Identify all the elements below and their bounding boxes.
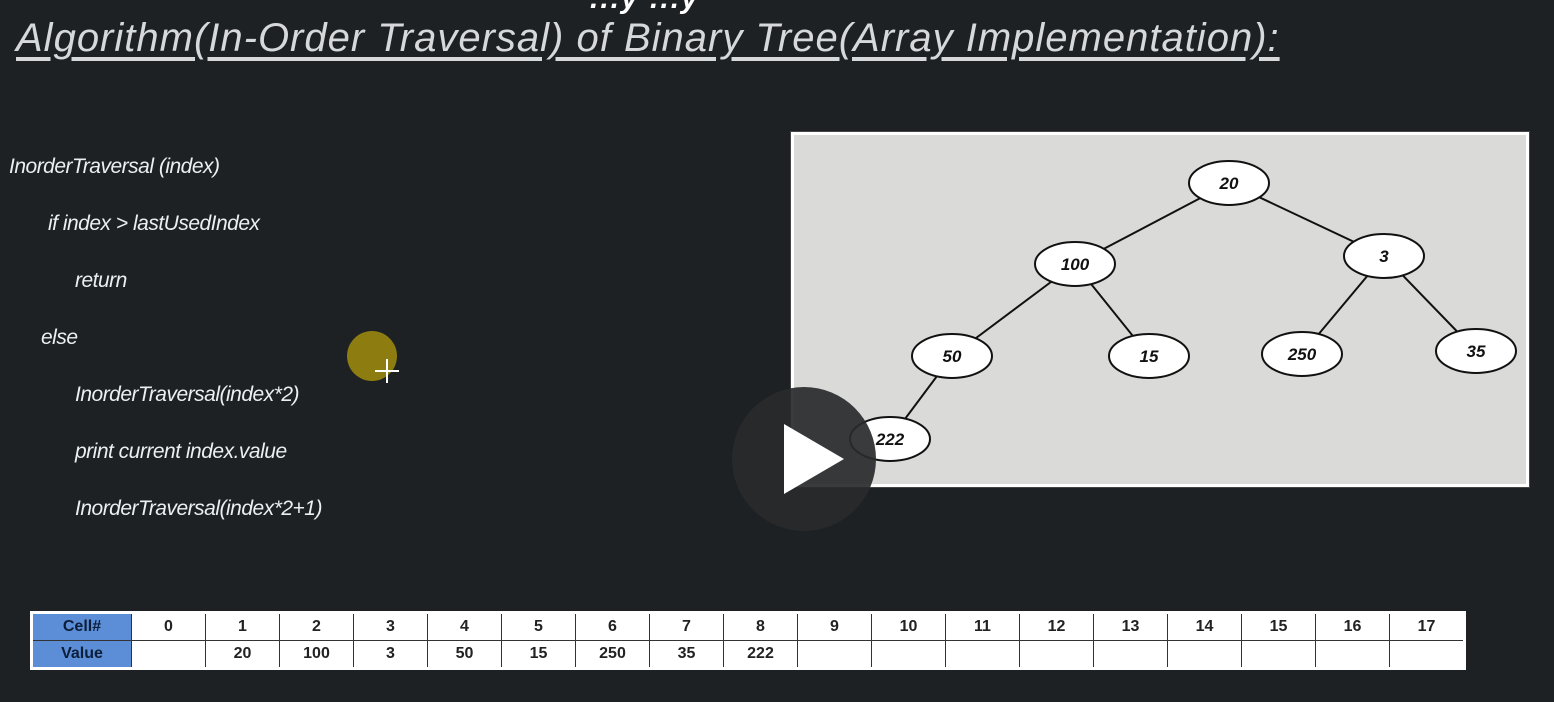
- binary-tree-diagram: 20 100 3 50 15 250 35 222: [790, 131, 1530, 488]
- value-header: Value: [31, 640, 132, 669]
- code-line-5: InorderTraversal(index*2): [75, 383, 300, 406]
- tree-node-oval: [1261, 331, 1343, 377]
- cell-index: 6: [575, 612, 650, 641]
- play-button[interactable]: [732, 387, 876, 531]
- tree-node: 20: [1188, 160, 1270, 206]
- play-icon: [784, 424, 844, 494]
- cell-value: 50: [427, 640, 502, 669]
- tree-canvas: 20 100 3 50 15 250 35 222: [849, 160, 1517, 462]
- cell-index: 3: [353, 612, 428, 641]
- cell-index: 4: [427, 612, 502, 641]
- cursor-highlight: [347, 331, 397, 381]
- cell-index: 16: [1315, 612, 1390, 641]
- cell-value: 250: [575, 640, 650, 669]
- cell-value: [131, 640, 206, 669]
- tree-node-oval: [911, 333, 993, 379]
- tree-node-oval: [1108, 333, 1190, 379]
- tree-node-value: 20: [1219, 174, 1239, 193]
- cell-value: [797, 640, 872, 669]
- tree-node-value: 222: [875, 430, 905, 449]
- cell-value: [1093, 640, 1168, 669]
- tree-node: 250: [1261, 331, 1343, 377]
- cell-index: 14: [1167, 612, 1242, 641]
- code-line-1: InorderTraversal (index): [9, 155, 220, 178]
- cell-index: 0: [131, 612, 206, 641]
- cell-index: 11: [945, 612, 1020, 641]
- tree-node: 15: [1108, 333, 1190, 379]
- cell-value: [1019, 640, 1094, 669]
- page-title: Algorithm(In-Order Traversal) of Binary …: [16, 16, 1280, 60]
- cell-index: 5: [501, 612, 576, 641]
- cell-index: 8: [723, 612, 798, 641]
- code-line-2: if index > lastUsedIndex: [48, 212, 260, 235]
- tree-node-value: 35: [1467, 342, 1486, 361]
- code-line-3: return: [75, 269, 127, 292]
- cell-index: 15: [1241, 612, 1316, 641]
- cell-index: 2: [279, 612, 354, 641]
- cell-value: [1167, 640, 1242, 669]
- cell-value: 35: [649, 640, 724, 669]
- cell-value: 15: [501, 640, 576, 669]
- cell-index: 10: [871, 612, 946, 641]
- cell-value: 100: [279, 640, 354, 669]
- tree-node-oval: [1188, 160, 1270, 206]
- cell-value: [1389, 640, 1465, 669]
- cell-value: [1315, 640, 1390, 669]
- partial-top-text: ...y ...y: [590, 0, 700, 16]
- cell-index: 9: [797, 612, 872, 641]
- tree-node: 3: [1343, 233, 1425, 279]
- tree-node-value: 50: [943, 347, 962, 366]
- cell-index: 1: [205, 612, 280, 641]
- cell-index: 17: [1389, 612, 1465, 641]
- code-line-6: print current index.value: [75, 440, 287, 463]
- cell-index: 12: [1019, 612, 1094, 641]
- code-line-4: else: [41, 326, 78, 349]
- tree-node-oval: [1034, 241, 1116, 287]
- cell-value: 20: [205, 640, 280, 669]
- tree-node: 100: [1034, 241, 1116, 287]
- cell-value: [871, 640, 946, 669]
- tree-node-oval: [1343, 233, 1425, 279]
- tree-node-value: 15: [1140, 347, 1159, 366]
- tree-node-value: 3: [1379, 247, 1389, 266]
- cell-index: 13: [1093, 612, 1168, 641]
- cell-header: Cell#: [31, 612, 132, 641]
- tree-node-value: 250: [1287, 345, 1317, 364]
- cell-index: 7: [649, 612, 724, 641]
- cell-value: [945, 640, 1020, 669]
- tree-node: 35: [1435, 328, 1517, 374]
- crosshair-cursor-icon: [375, 359, 399, 383]
- cell-value: 222: [723, 640, 798, 669]
- tree-node-oval: [1435, 328, 1517, 374]
- tree-node: 50: [911, 333, 993, 379]
- code-line-7: InorderTraversal(index*2+1): [75, 497, 322, 520]
- tree-node-value: 100: [1061, 255, 1090, 274]
- cell-value: 3: [353, 640, 428, 669]
- cell-value: [1241, 640, 1316, 669]
